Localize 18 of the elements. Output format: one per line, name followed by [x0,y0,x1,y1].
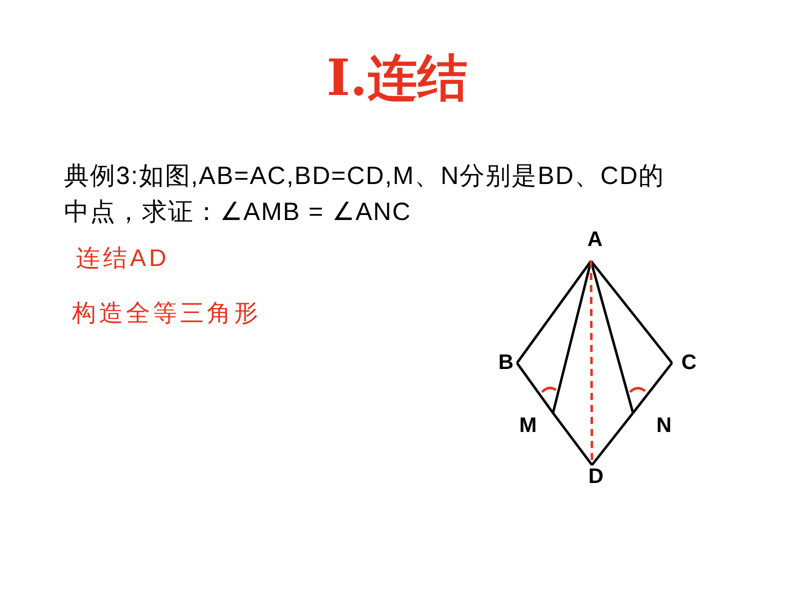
point-label: A [585,229,605,261]
point-label: N [633,413,674,437]
problem-text: 典例3:如图,AB=AC,BD=CD,M、N分别是BD、CD的中点，求证：∠AMB = ∠ANC [64,161,666,228]
hint-text: 构造全等三角形 [72,299,261,329]
point-label: B [496,352,517,374]
point-label: C [672,352,699,374]
line-segment [516,362,554,414]
hint-text: 连结AD [76,244,170,274]
line-segment [516,260,592,364]
point-label: M [518,413,553,437]
point-label: D [586,465,606,488]
title: Ⅰ.连结 [326,48,468,108]
line-segment [552,412,593,466]
line-segment [632,362,673,414]
line-segment [552,260,592,414]
line-segment [591,412,634,466]
line-segment [590,260,673,364]
line-segment [590,260,634,414]
